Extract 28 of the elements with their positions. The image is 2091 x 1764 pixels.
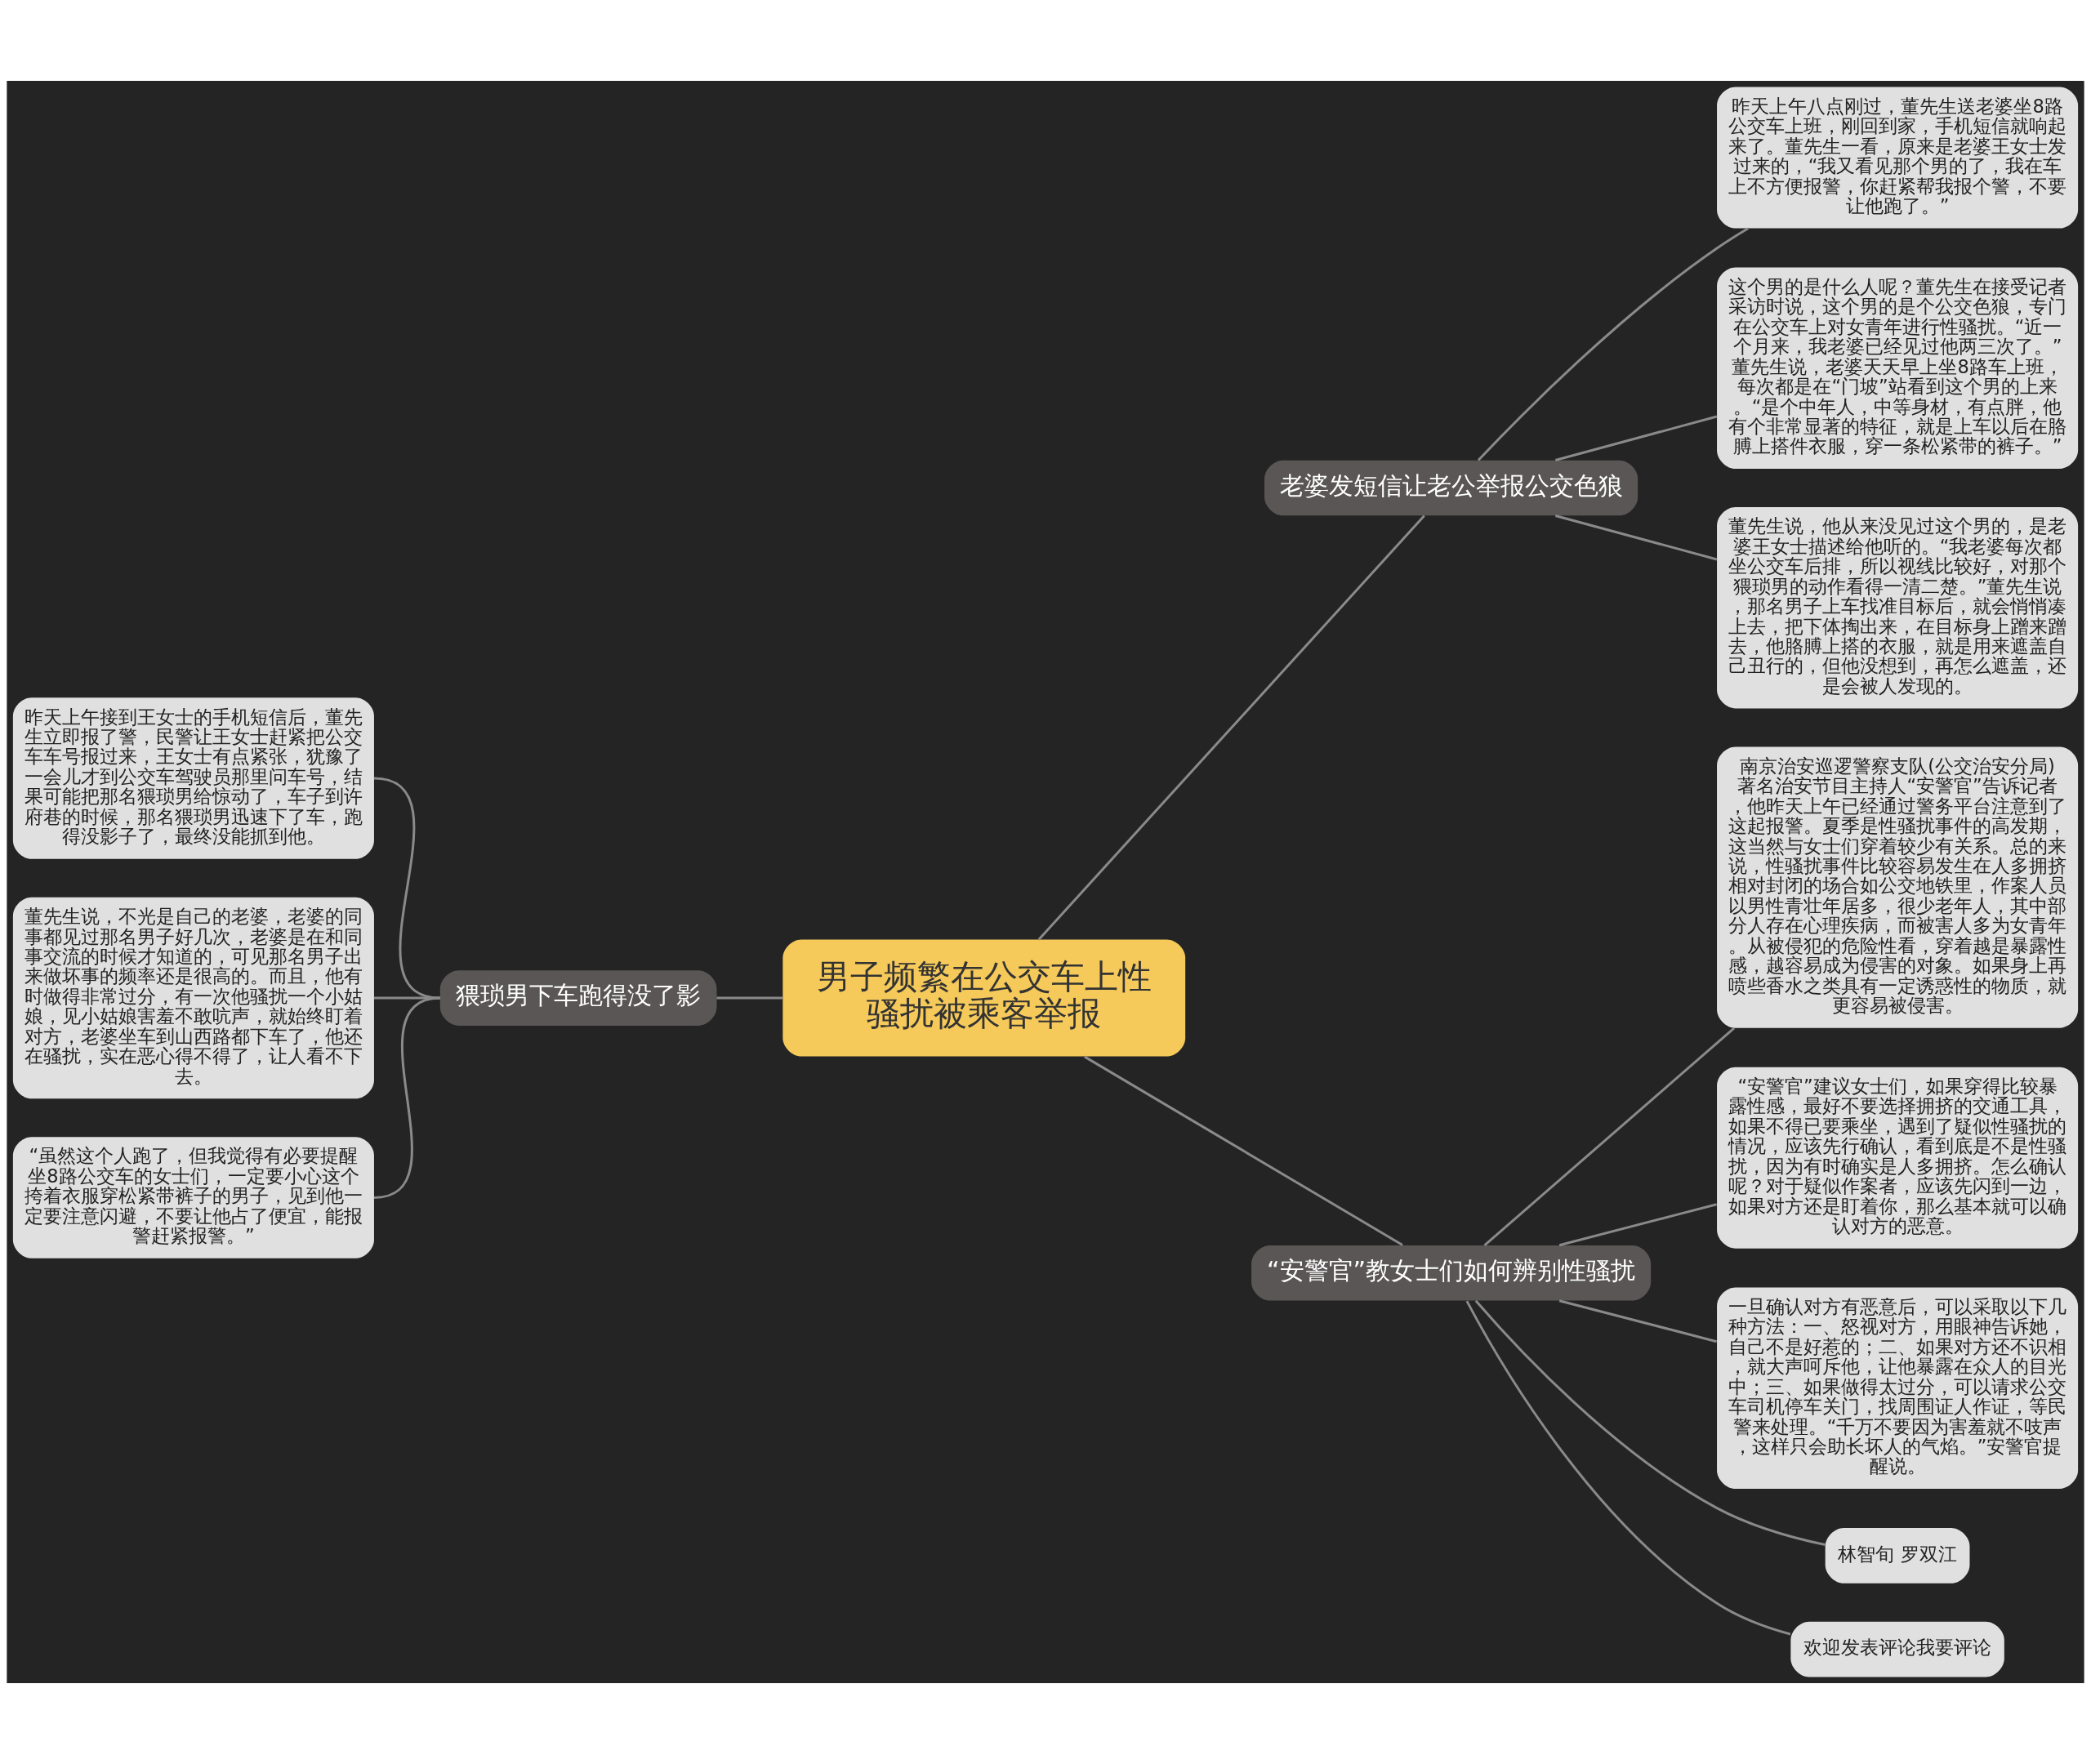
connector xyxy=(1477,227,1749,461)
connector xyxy=(1474,1299,1826,1546)
connector xyxy=(373,777,441,1000)
node-box: “虽然这个人跑了，但我觉得有必要提醒坐8路公交车的女士们，一定要小心这个挎着衣服穿松紧带裤子的男子，见到他一定要注意闪避，不要让他占了便宜，能报警赶紧报警。” xyxy=(12,1137,374,1258)
connector xyxy=(1558,1203,1717,1247)
connector xyxy=(373,996,441,1200)
connector xyxy=(1465,1300,1791,1636)
node-box: 林智旬 罗双江 xyxy=(1825,1528,1970,1584)
connector xyxy=(1554,415,1718,461)
node-box: 南京治安巡逻警察支队(公交治安分局)著名治安节目主持人“安警官”告诉记者，他昨天上午已经通过警务平台注意到了这起报警。夏季是性骚扰事件的高发期，这当然与女士们穿着较少有关系。总的来说，性骚扰事件比较容易发生在人多拥挤相对封闭的场合如公交地铁里，作案人员以男性青壮年居多，很少老年人，其中部分人存在心理疾病，而被害人多为女青年。从被侵犯的危险性看，穿着越是暴露性感，越容易成为侵害的对象。如果身上再喷些香水之类具有一定诱惑性的物质，就更容易被侵害。 xyxy=(1717,746,2079,1028)
node-box: 董先生说，他从来没见过这个男的，是老婆王女士描述给他听的。“我老婆每次都坐公交车后排，所以视线比较好，对那个猥琐男的动作看得一清二楚。”董先生说，那名男子上车找准目标后，就会悄悄凑上去，把下体掏出来，在目标身上蹭来蹭去，他胳膊上搭的衣服，就是用来遮盖自己丑行的，但他没想到，再怎么遮盖，还是会被人发现的。 xyxy=(1717,507,2079,709)
connector xyxy=(1558,1299,1717,1343)
node-box: 昨天上午八点刚过，董先生送老婆坐8路公交车上班，刚回到家，手机短信就响起来了。董先生一看，原来是老婆王女士发过来的，“我又看见那个男的了，我在车上不方便报警，你赶紧帮我报个警，不要让他跑了。” xyxy=(1717,87,2079,229)
node-box: “安警官”教女士们如何辨别性骚扰 xyxy=(1251,1245,1652,1301)
node-box: “安警官”建议女士们，如果穿得比较暴露性感，最好不要选择拥挤的交通工具，如果不得已要乘坐，遇到了疑似性骚扰的情况，应该先行确认，看到底是不是性骚扰，因为有时确实是人多拥挤。怎么确认呢？对于疑似作案者，应该先闪到一边，如果对方还是盯着你，那么基本就可以确认对方的恶意。 xyxy=(1717,1067,2079,1249)
node-box: 一旦确认对方有恶意后，可以采取以下几种方法：一、怒视对方，用眼神告诉她，自己不是好惹的；二、如果对方还不识相，就大声呵斥他，让他暴露在众人的目光中；三、如果做得太过分，可以请求公交车司机停车关门，找周围证人作证，等民警来处理。“千万不要因为害羞就不吱声，这样只会助长坏人的气焰。”安警官提醒说。 xyxy=(1717,1287,2079,1490)
connector xyxy=(1554,514,1718,561)
node-box: 昨天上午接到王女士的手机短信后，董先生立即报了警，民警让王女士赶紧把公交车车号报过来，王女士有点紧张，犹豫了一会儿才到公交车驾驶员那里问车号，结果可能把那名猥琐男给惊动了，车子到许府巷的时候，那名猥琐男迅速下了车，跑得没影子了，最终没能抓到他。 xyxy=(12,697,374,859)
node-box: 这个男的是什么人呢？董先生在接受记者采访时说，这个男的是个公交色狼，专门在公交车上对女青年进行性骚扰。“近一个月来，我老婆已经见过他两三次了。”董先生说，老婆天天早上坐8路车上班，每次都是在“门坡”站看到这个男的上来。“是个中年人，中等身材，有点胖，他有个非常显著的特征，就是上车以后在胳膊上搭件衣服，穿一条松紧带的裤子。” xyxy=(1717,267,2079,469)
node-box: 董先生说，不光是自己的老婆，老婆的同事都见过那名男子好几次，老婆是在和同事交流的时候才知道的，可见那名男子出来做坏事的频率还是很高的。而且，他有时做得非常过分，有一次他骚扰一个小姑娘，见小姑娘害羞不敢吭声，就始终盯着对方，老婆坐车到山西路都下车了，他还在骚扰，实在恶心得不得了，让人看不下去。 xyxy=(12,897,374,1099)
node-box: 猥琐男下车跑得没了影 xyxy=(439,970,717,1026)
node-box: 欢迎发表评论我要评论 xyxy=(1790,1621,2004,1677)
connector xyxy=(1084,1055,1403,1246)
node-box: 男子频繁在公交车上性骚扰被乘客举报 xyxy=(782,939,1186,1057)
connector xyxy=(1483,1027,1736,1246)
node-box: 老婆发短信让老公举报公交色狼 xyxy=(1264,460,1638,516)
connector xyxy=(716,996,783,1000)
connector xyxy=(1037,514,1425,941)
